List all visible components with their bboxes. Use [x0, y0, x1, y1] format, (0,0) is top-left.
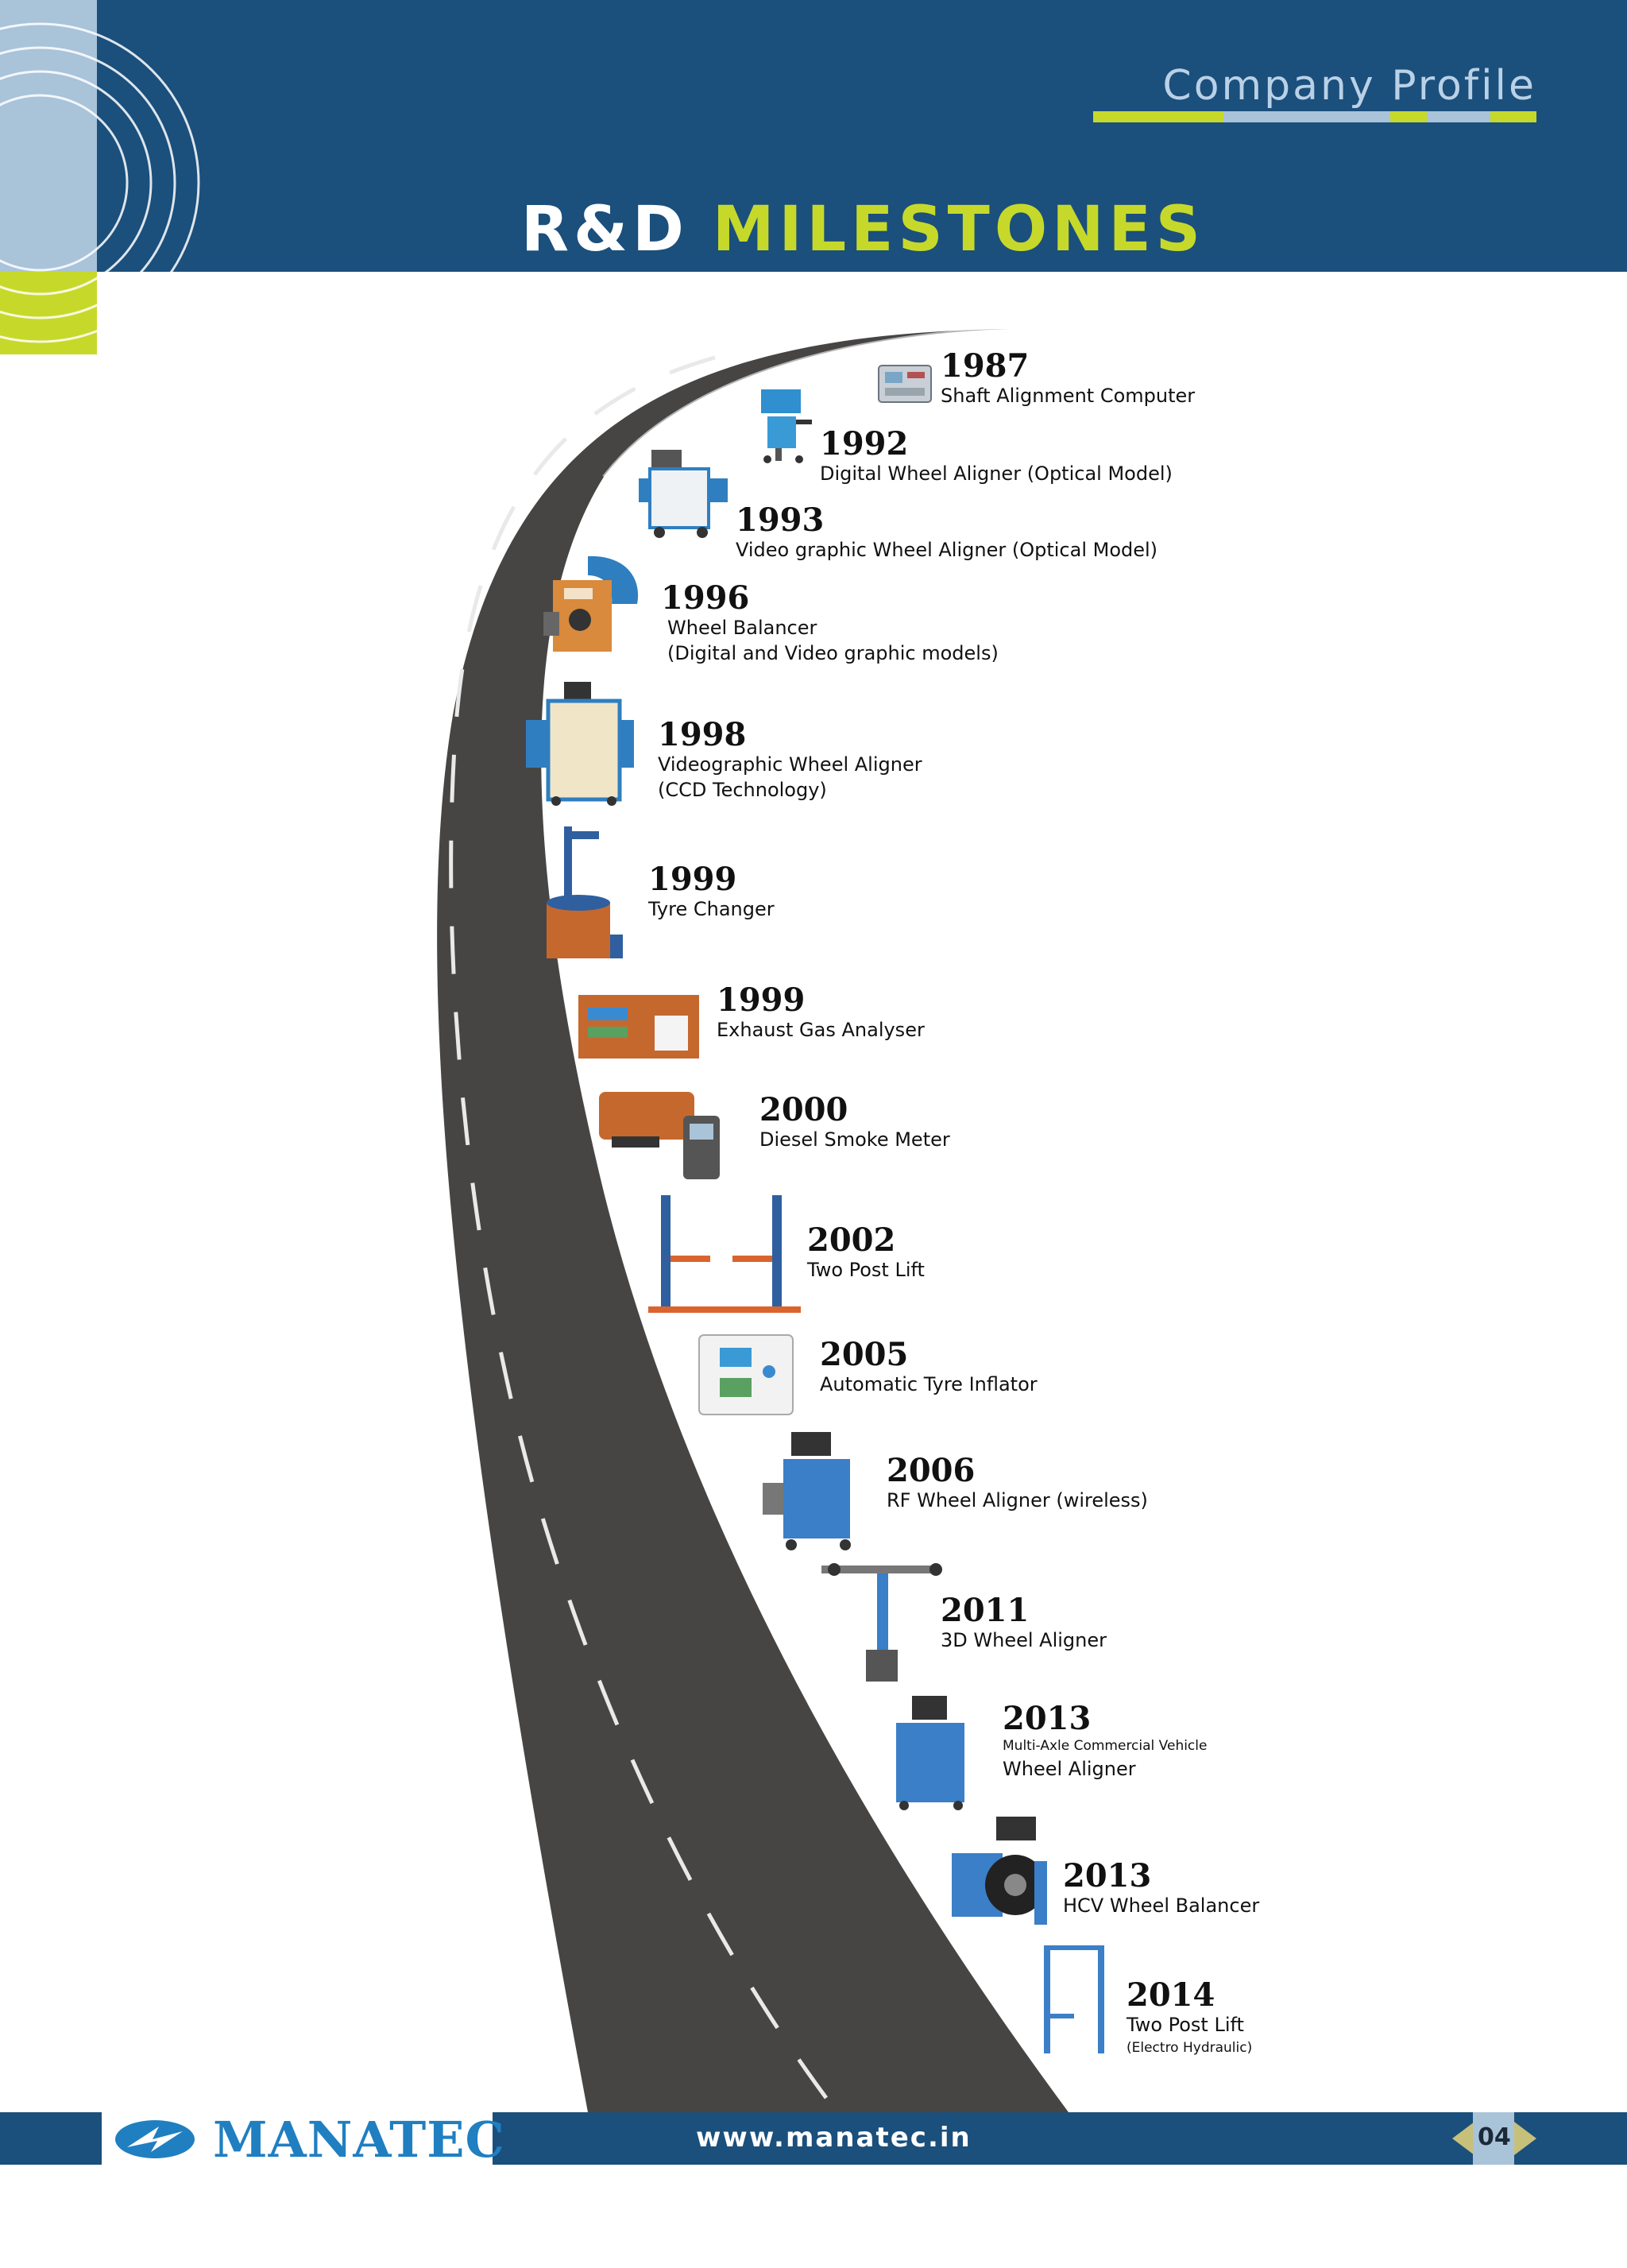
product-image-1992 [761, 389, 812, 463]
milestone-2005: 2005 Automatic Tyre Inflator [820, 1338, 1038, 1397]
product-image-2013-aligner [896, 1696, 964, 1810]
milestone-desc: Exhaust Gas Analyser [717, 1019, 925, 1041]
milestone-year: 1987 [941, 347, 1030, 385]
header-left-strip [0, 0, 97, 272]
milestone-desc: Automatic Tyre Inflator [820, 1373, 1038, 1395]
milestone-desc-2: (CCD Technology) [658, 779, 827, 801]
milestone-2013-balancer: 2013 HCV Wheel Balancer [1063, 1860, 1259, 1918]
milestone-desc: 3D Wheel Aligner [941, 1629, 1107, 1651]
milestone-desc: Wheel Aligner [1003, 1758, 1136, 1780]
product-image-2014 [1044, 1945, 1104, 2053]
page-title: R&D MILESTONES [521, 194, 1205, 265]
milestone-year: 2000 [759, 1091, 848, 1128]
milestone-2000: 2000 Diesel Smoke Meter [759, 1093, 950, 1152]
road-graphic [437, 327, 1069, 2112]
manatec-logo-icon [115, 2120, 195, 2158]
milestone-year: 2002 [807, 1221, 896, 1259]
milestone-year: 2006 [887, 1452, 976, 1489]
milestone-desc: Digital Wheel Aligner (Optical Model) [820, 463, 1173, 485]
milestone-1999-gas-analyser: 1999 Exhaust Gas Analyser [717, 984, 925, 1043]
milestone-desc: Video graphic Wheel Aligner (Optical Mod… [736, 539, 1158, 561]
milestone-1992: 1992 Digital Wheel Aligner (Optical Mode… [820, 428, 1173, 486]
milestone-year: 1998 [658, 716, 747, 753]
milestone-2014: 2014 Two Post Lift (Electro Hydraulic) [1127, 1979, 1252, 2058]
milestone-2011: 2011 3D Wheel Aligner [941, 1594, 1107, 1653]
milestone-desc-small: (Electro Hydraulic) [1127, 2040, 1253, 2056]
website-url[interactable]: www.manatec.in [696, 2122, 972, 2154]
product-image-2011 [821, 1563, 942, 1682]
milestone-year: 2013 [1063, 1857, 1152, 1895]
header-band [0, 0, 1627, 272]
milestone-desc: Shaft Alignment Computer [941, 385, 1196, 407]
product-image-1998 [526, 682, 634, 806]
product-image-2005 [698, 1334, 794, 1415]
milestone-1998: 1998 Videographic Wheel Aligner (CCD Tec… [658, 718, 922, 803]
milestone-2006: 2006 RF Wheel Aligner (wireless) [887, 1454, 1148, 1513]
milestone-desc: Wheel Balancer [667, 617, 817, 639]
milestone-1999-tyre-changer: 1999 Tyre Changer [648, 863, 775, 922]
product-image-2013-balancer [952, 1817, 1047, 1925]
milestone-desc-2: (Digital and Video graphic models) [667, 642, 999, 664]
milestone-year: 2013 [1003, 1700, 1092, 1737]
page-title-part2: MILESTONES [712, 194, 1205, 265]
milestone-desc-small: Multi-Axle Commercial Vehicle [1003, 1738, 1208, 1754]
milestone-year: 1996 [661, 579, 750, 617]
product-image-1987 [878, 365, 932, 403]
milestone-desc: HCV Wheel Balancer [1063, 1895, 1260, 1917]
milestone-year: 2005 [820, 1336, 909, 1373]
milestone-1987: 1987 Shaft Alignment Computer [941, 350, 1195, 408]
milestone-year: 2011 [941, 1592, 1030, 1629]
page-number: 04 [1478, 2123, 1511, 2151]
milestone-1993: 1993 Video graphic Wheel Aligner (Optica… [736, 504, 1157, 563]
page-next-arrow-icon [1514, 2122, 1536, 2155]
product-image-2006 [763, 1432, 851, 1550]
decorative-circles [0, 22, 200, 343]
page-number-box [1473, 2112, 1514, 2165]
product-image-2000 [599, 1092, 720, 1179]
milestone-year: 1999 [717, 981, 806, 1019]
page-title-part1: R&D [521, 194, 689, 265]
milestone-year: 1999 [648, 861, 737, 898]
manatec-logo-text: MANATEC [213, 2111, 505, 2169]
milestone-desc: Tyre Changer [648, 898, 775, 920]
section-underline [1093, 111, 1536, 122]
section-label: Company Profile [1162, 62, 1536, 110]
product-image-2002 [648, 1195, 801, 1313]
milestone-2002: 2002 Two Post Lift [807, 1224, 925, 1283]
milestone-desc: Two Post Lift [1127, 2014, 1244, 2036]
product-image-1993 [639, 450, 728, 538]
milestone-desc: Diesel Smoke Meter [759, 1128, 950, 1151]
road-edge-light [602, 327, 1010, 478]
milestone-desc: Videographic Wheel Aligner [658, 753, 922, 776]
milestone-1996: 1996 Wheel Balancer (Digital and Video g… [661, 582, 999, 666]
milestone-desc: Two Post Lift [807, 1259, 925, 1281]
milestone-year: 2014 [1127, 1976, 1215, 2014]
milestone-year: 1993 [736, 501, 825, 539]
road-surface [437, 329, 1069, 2112]
milestone-2013-aligner: 2013 Multi-Axle Commercial Vehicle Wheel… [1003, 1702, 1207, 1782]
product-image-1999-gas-analyser [578, 995, 699, 1059]
milestone-desc: RF Wheel Aligner (wireless) [887, 1489, 1148, 1511]
product-image-1996 [543, 555, 639, 652]
page-prev-arrow-icon [1452, 2122, 1474, 2155]
product-image-1999-tyre-changer [547, 826, 623, 958]
milestone-year: 1992 [820, 425, 909, 463]
